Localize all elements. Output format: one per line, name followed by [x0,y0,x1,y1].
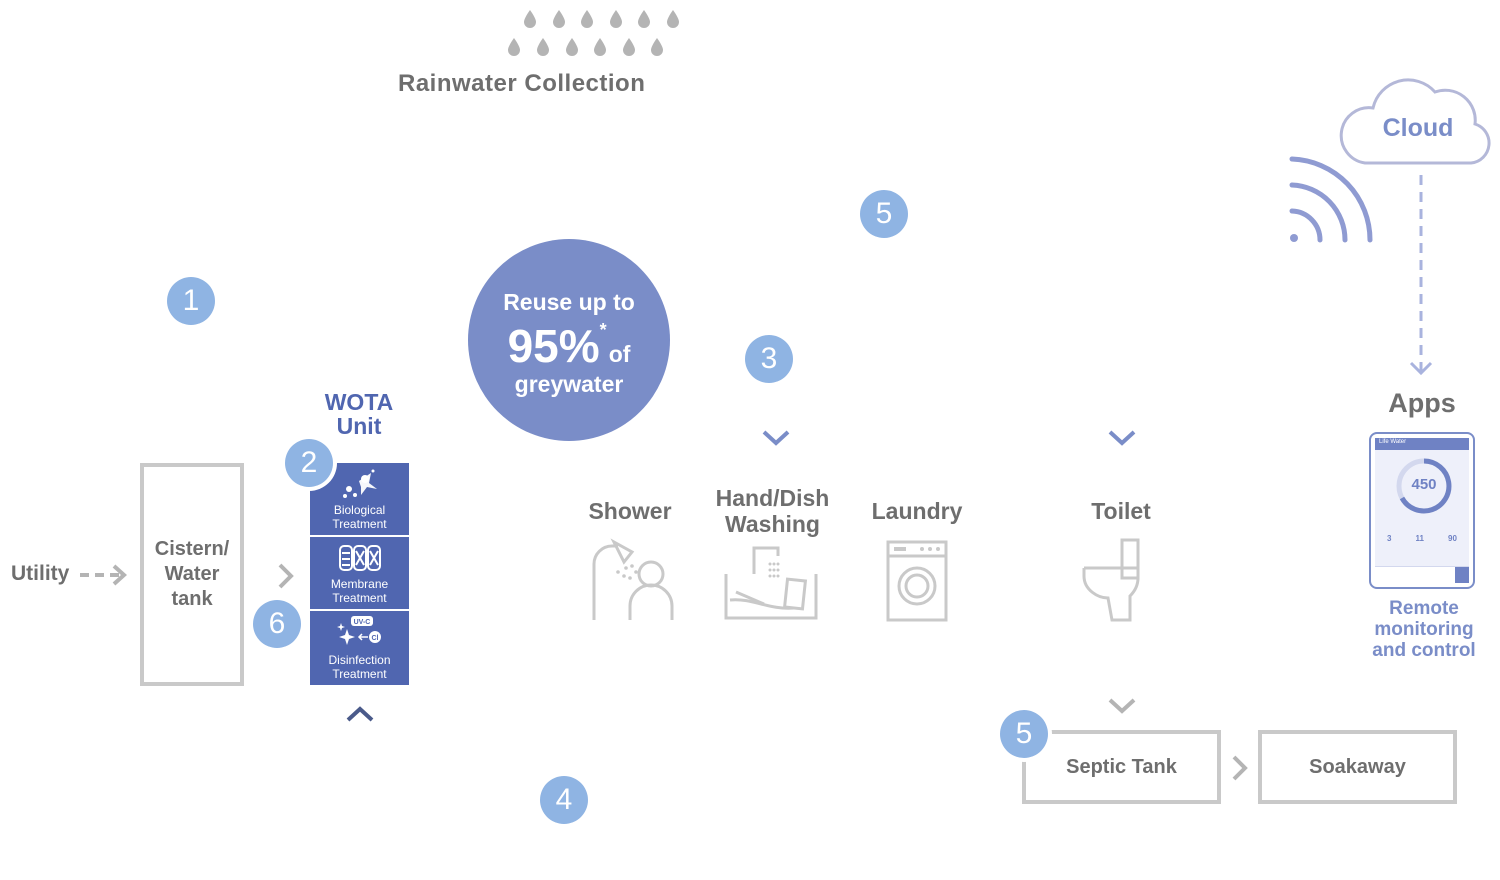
wifi-signal-icon [1289,156,1373,243]
tablet-nav-active [1455,567,1469,583]
tablet-stat-3: 90 [1448,534,1457,543]
cloud-icon [1339,78,1491,165]
uvc-icon: UV-C Cl [336,616,381,645]
membrane-icon [338,545,381,571]
apps-label: Apps [1388,388,1456,418]
step-badge-5-top: 5 [860,190,908,238]
soakaway-label: Soakaway [1309,755,1406,778]
hand-down-chevron-icon [762,430,790,446]
reuse-circle: Reuse up to 95%*of greywater [468,239,670,441]
apps-caption-line1: Remote [1389,598,1459,619]
bio-line1: Biological [333,503,386,517]
soakaway-box: Soakaway [1258,730,1457,804]
apps-caption: Remote monitoring and control [1350,598,1498,661]
hand-line1: Hand/Dish [715,485,830,511]
septic-to-soakaway-chevron-icon [1232,755,1248,781]
washing-machine-icon [886,540,948,622]
wota-title-line2: Unit [336,413,382,439]
step-badge-5-septic: 5 [1000,710,1048,758]
disinfection-line1: Disinfection [328,653,391,667]
step-badge-1: 1 [167,277,215,325]
reuse-line1: Reuse up to [503,289,635,315]
toilet-down-chevron-icon [1108,430,1136,446]
reuse-line3: greywater [514,371,624,397]
cistern-label-line1: Cistern/ [154,538,230,560]
tablet-screen: Life Water 450 3 11 90 [1375,438,1469,583]
hand-line2: Washing [725,511,820,537]
shower-icon [592,538,674,620]
cloud-to-apps-arrow-icon [1409,175,1433,376]
tablet-device[interactable]: Life Water 450 3 11 90 [1369,432,1475,589]
tablet-header: Life Water [1375,438,1469,450]
cl-ion: Cl [371,635,378,642]
reuse-of: of [608,341,631,367]
tablet-stat-1: 3 [1387,534,1392,543]
membrane-line1: Membrane [330,577,389,591]
laundry-label: Laundry [871,498,963,524]
wota-unit-title: WOTA Unit [300,390,418,438]
apps-caption-line2: monitoring [1374,619,1474,640]
shower-label: Shower [588,498,672,524]
tablet-gauge-icon [1396,458,1452,514]
reuse-percent-line: 95%*of [468,319,670,373]
bio-icon [342,469,377,498]
tablet-stat-2: 11 [1415,534,1424,543]
cistern-water-tank: Cistern/ Water tank [140,463,244,686]
toilet-to-septic-chevron-icon [1108,698,1136,714]
bio-line2: Treatment [332,517,387,531]
step-badge-6: 6 [253,600,301,648]
tablet-brand: Life Water [1379,439,1407,445]
reuse-percent: 95% [507,320,600,372]
tablet-main-value: 450 [1411,476,1437,493]
disinfection-line2: Treatment [332,667,387,681]
step-badge-3: 3 [745,335,793,383]
dish-washing-icon [724,546,818,620]
septic-tank-label: Septic Tank [1066,755,1177,778]
hand-dish-washing-label: Hand/Dish Washing [695,485,850,537]
wota-up-chevron-icon [346,706,374,722]
wota-title-line1: WOTA [324,389,394,415]
toilet-label: Toilet [1091,498,1151,524]
utility-label: Utility [11,562,70,585]
rainwater-collection-label: Rainwater Collection [398,70,646,97]
apps-caption-line3: and control [1372,640,1476,661]
tablet-stats: 3 11 90 [1375,534,1469,543]
reuse-asterisk: * [599,320,607,340]
septic-tank-box: Septic Tank [1022,730,1221,804]
rain-drops-icon [508,10,679,56]
uvc-tag: UV-C [353,619,370,626]
toilet-icon [1082,538,1140,622]
membrane-line2: Treatment [332,591,387,605]
cloud-label: Cloud [1382,114,1454,142]
step-badge-4: 4 [540,776,588,824]
step-badge-2: 2 [285,439,333,487]
tablet-nav-bar [1375,566,1469,583]
cistern-label-line2: Water [164,563,220,585]
cistern-label-line3: tank [171,588,213,610]
utility-dashed-arrow-icon [80,564,127,586]
cistern-to-wota-chevron-icon [278,563,294,589]
